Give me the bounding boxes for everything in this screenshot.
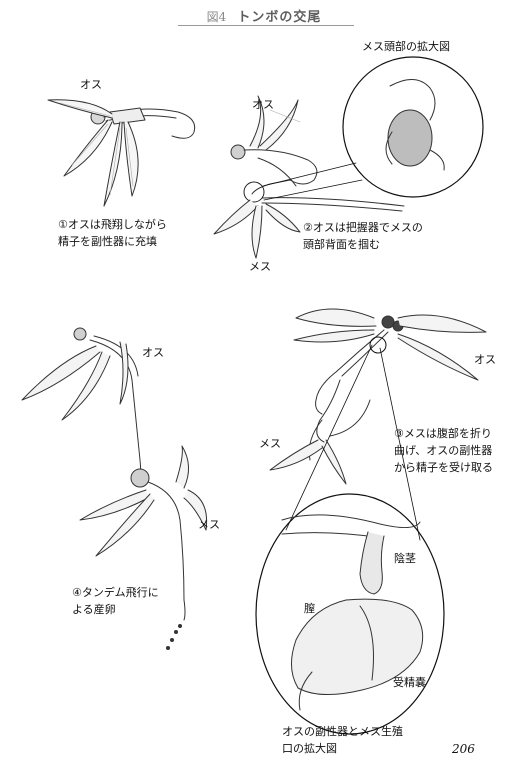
panel1-caption-line1: ①オスは飛翔しながら — [58, 218, 167, 231]
panel2-male-label: オス — [252, 98, 274, 111]
panel1-male-label: オス — [80, 78, 102, 91]
panel4-male-label: オス — [142, 346, 164, 359]
panel2-caption-line1: ②オスは把握器でメスの — [303, 221, 423, 234]
panel1-dragonfly-drawing — [47, 99, 196, 207]
figure-title-text: トンボの交尾 — [237, 10, 322, 25]
panel2-female-label: メス — [249, 260, 271, 273]
inset-label-penis: 陰茎 — [394, 552, 416, 565]
figure-number: 図4 — [206, 10, 227, 24]
head-inset-circle — [262, 56, 484, 201]
page-number: 206 — [452, 742, 475, 756]
panel4-caption: ④タンデム飛行に よる産卵 — [72, 584, 159, 618]
panel3-caption-line2: 曲げ、オスの副性器 — [394, 444, 493, 457]
panel4-caption-line2: よる産卵 — [72, 603, 116, 616]
title-underline — [178, 25, 354, 26]
head-inset-title: メス頭部の拡大図 — [362, 40, 450, 53]
panel4-dragonfly-drawing — [21, 327, 208, 650]
inset-label-vagina: 膣 — [304, 602, 315, 615]
genital-inset-caption: オスの副性器とメス生殖 口の拡大図 — [282, 723, 403, 757]
inset-label-spermatheca: 受精嚢 — [393, 676, 426, 689]
genital-inset-caption-line1: オスの副性器とメス生殖 — [282, 725, 403, 738]
panel3-female-label: メス — [259, 437, 281, 450]
genital-inset-caption-line2: 口の拡大図 — [282, 742, 337, 755]
panel2-dragonfly-drawing — [213, 95, 405, 259]
panel2-caption-line2: 頭部背面を掴む — [303, 238, 380, 251]
figure-title: 図4 トンボの交尾 — [0, 6, 528, 25]
panel4-female-label: メス — [198, 518, 220, 531]
panel3-male-label: オス — [474, 353, 496, 366]
genital-inset-circle — [255, 344, 445, 735]
panel1-caption: ①オスは飛翔しながら 精子を副性器に充填 — [58, 216, 167, 250]
panel3-caption-line3: から精子を受け取る — [394, 461, 493, 474]
panel3-caption-line1: ③メスは腹部を折り — [394, 427, 492, 440]
panel3-dragonfly-drawing — [269, 308, 487, 485]
panel3-caption: ③メスは腹部を折り 曲げ、オスの副性器 から精子を受け取る — [394, 425, 493, 476]
panel4-caption-line1: ④タンデム飛行に — [72, 586, 159, 599]
panel2-caption: ②オスは把握器でメスの 頭部背面を掴む — [303, 219, 423, 253]
panel1-caption-line2: 精子を副性器に充填 — [58, 235, 157, 248]
